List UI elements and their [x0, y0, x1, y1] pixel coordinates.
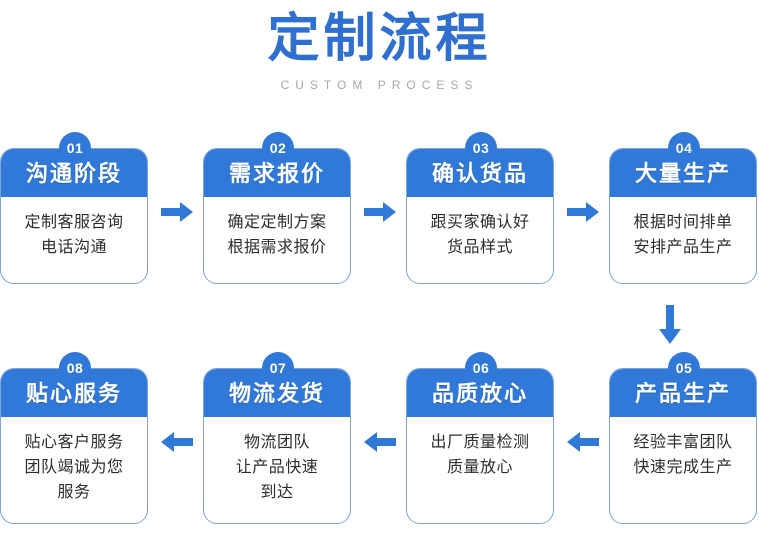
page-title: 定制流程 [267, 9, 492, 69]
step-number-badge: 02 [262, 132, 294, 164]
step-number-badge: 08 [59, 352, 91, 384]
step-body: 贴心客户服务团队竭诚为您服务 [24, 432, 124, 501]
flow-step-03[interactable]: 03 确认货品 跟买家确认好货品样式 [406, 132, 556, 284]
arrow-left-icon [363, 431, 396, 453]
step-heading: 大量生产 [610, 149, 756, 197]
step-number-badge: 06 [465, 352, 497, 384]
step-card[interactable]: 品质放心 出厂质量检测质量放心 [406, 368, 554, 524]
flow-step-06[interactable]: 06 品质放心 出厂质量检测质量放心 [406, 352, 556, 524]
step-number-badge: 03 [465, 132, 497, 164]
arrow-slot [150, 352, 203, 532]
step-card[interactable]: 产品生产 经验丰富团队快速完成生产 [609, 368, 757, 524]
step-card[interactable]: 确认货品 跟买家确认好货品样式 [406, 148, 554, 284]
arrow-slot [353, 352, 406, 532]
page-subtitle: CUSTOM PROCESS [280, 77, 479, 92]
step-body: 确定定制方案根据需求报价 [227, 212, 327, 256]
step-number-badge: 01 [59, 132, 91, 164]
flow-row-top: 01 沟通阶段 定制客服咨询电话沟通 02 需求报价 确定定制方案根据需求报价 … [0, 132, 759, 292]
arrow-slot [556, 132, 609, 292]
step-card[interactable]: 需求报价 确定定制方案根据需求报价 [203, 148, 351, 284]
page-header: 定制流程 CUSTOM PROCESS [0, 0, 759, 92]
arrow-slot [556, 352, 609, 532]
step-body: 定制客服咨询电话沟通 [24, 212, 124, 256]
flow-step-07[interactable]: 07 物流发货 物流团队让产品快速到达 [203, 352, 353, 524]
arrow-right-icon [363, 201, 396, 223]
flow-step-04[interactable]: 04 大量生产 根据时间排单安排产品生产 [609, 132, 759, 284]
flow-row-bottom: 08 贴心服务 贴心客户服务团队竭诚为您服务 07 物流发货 物流团队让产品快速… [0, 352, 759, 532]
step-body: 根据时间排单安排产品生产 [633, 212, 733, 256]
step-card[interactable]: 大量生产 根据时间排单安排产品生产 [609, 148, 757, 284]
step-number-badge: 05 [668, 352, 700, 384]
step-number-badge: 07 [262, 352, 294, 384]
step-body: 经验丰富团队快速完成生产 [633, 432, 733, 476]
flow-step-02[interactable]: 02 需求报价 确定定制方案根据需求报价 [203, 132, 353, 284]
arrow-down-icon [658, 305, 682, 345]
step-number-badge: 04 [668, 132, 700, 164]
arrow-right-icon [160, 201, 193, 223]
flow-step-01[interactable]: 01 沟通阶段 定制客服咨询电话沟通 [0, 132, 150, 284]
arrow-right-icon [566, 201, 599, 223]
step-heading: 需求报价 [204, 149, 350, 197]
arrow-left-icon [566, 431, 599, 453]
flow-step-08[interactable]: 08 贴心服务 贴心客户服务团队竭诚为您服务 [0, 352, 150, 524]
arrow-left-icon [160, 431, 193, 453]
step-body: 跟买家确认好货品样式 [430, 212, 530, 256]
step-card[interactable]: 贴心服务 贴心客户服务团队竭诚为您服务 [0, 368, 148, 524]
arrow-slot [150, 132, 203, 292]
step-card[interactable]: 沟通阶段 定制客服咨询电话沟通 [0, 148, 148, 284]
arrow-slot [353, 132, 406, 292]
flow-step-05[interactable]: 05 产品生产 经验丰富团队快速完成生产 [609, 352, 759, 524]
step-body: 物流团队让产品快速到达 [235, 432, 319, 501]
step-body: 出厂质量检测质量放心 [430, 432, 530, 476]
step-card[interactable]: 物流发货 物流团队让产品快速到达 [203, 368, 351, 524]
